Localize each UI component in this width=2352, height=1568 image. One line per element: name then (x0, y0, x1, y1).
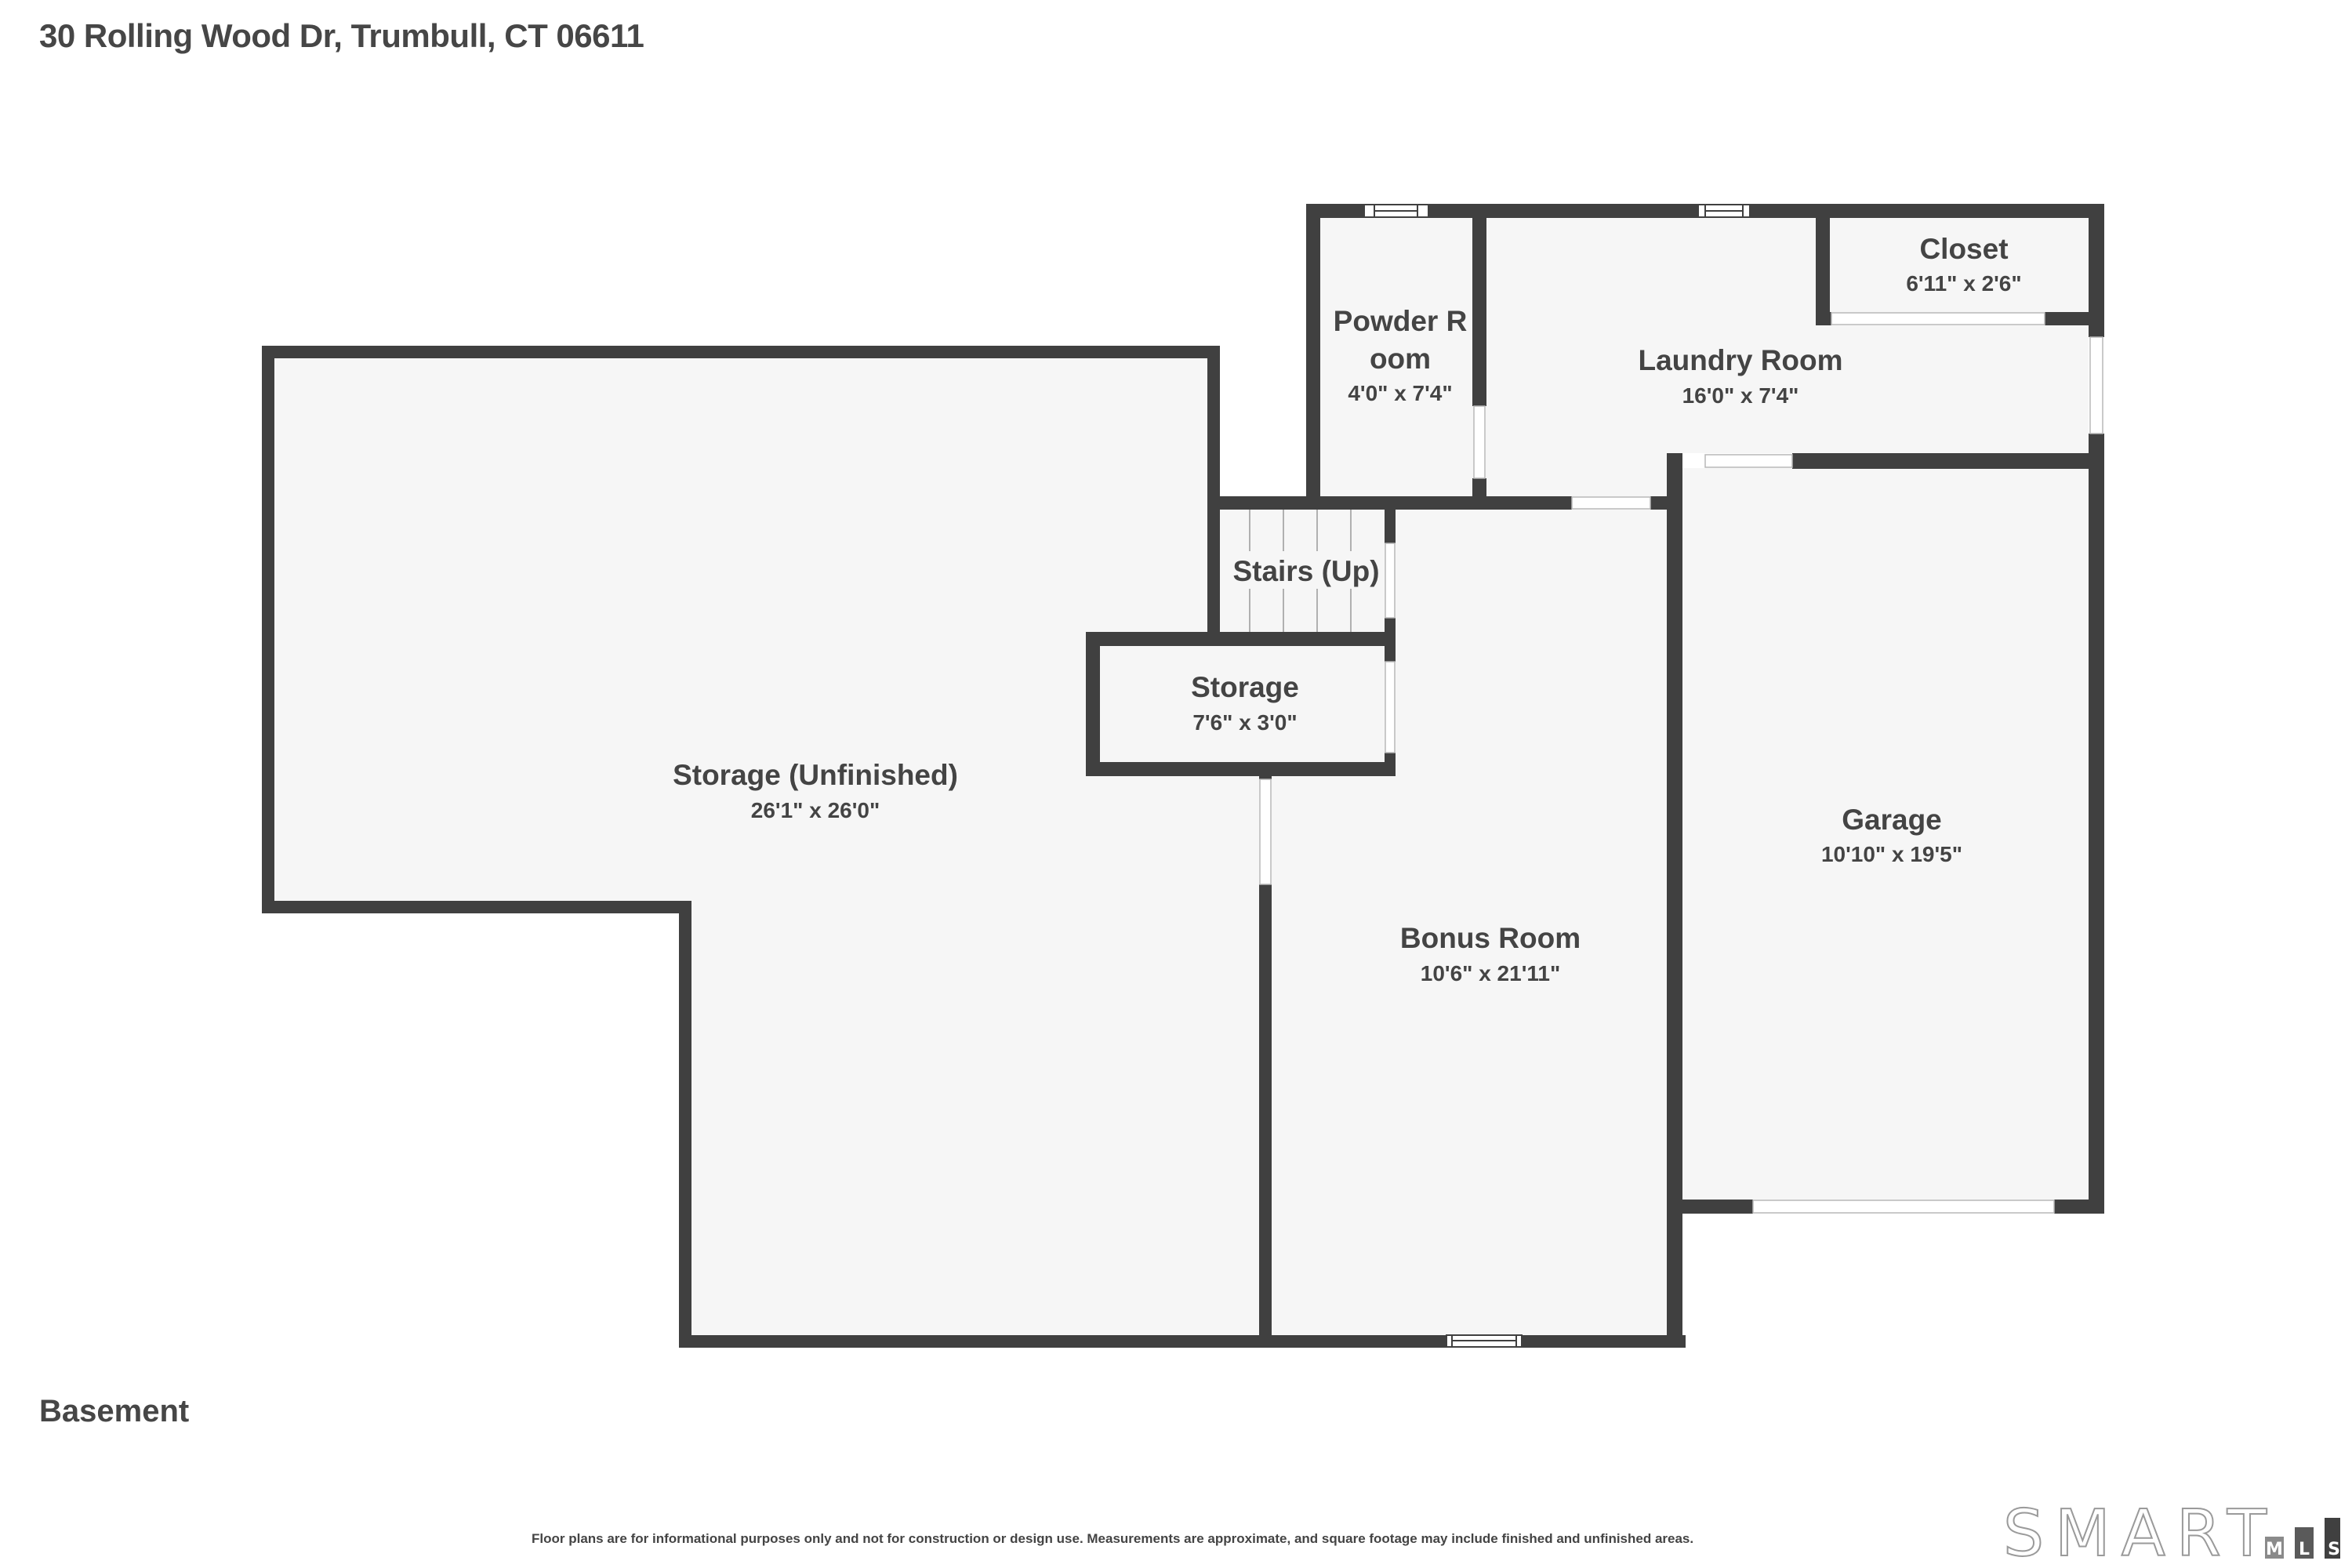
door-powder-laundry (1473, 405, 1486, 479)
room-dimensions: 4'0" x 7'4" (1348, 381, 1452, 405)
garage-door (1752, 1200, 2055, 1214)
windows (1363, 204, 1751, 1348)
room-closet: Closet 6'11" x 2'6" (1906, 233, 2021, 296)
room-name: Storage (1191, 671, 1299, 703)
room-labels: Storage (Unfinished) 26'1" x 26'0" Stair… (673, 233, 2022, 985)
stairs-label-bg (1228, 551, 1382, 589)
door-openings (1259, 312, 2103, 1214)
logo-bar-s (2325, 1518, 2340, 1559)
room-storage-unfinished: Storage (Unfinished) 26'1" x 26'0" (673, 759, 958, 822)
logo-wordmark: SMART (2003, 1504, 2278, 1559)
room-name-line2: oom (1370, 343, 1431, 375)
garage-floor (1682, 468, 2089, 1202)
door-stairs-bonus (1385, 543, 1396, 619)
room-name: Garage (1842, 804, 1942, 836)
storage-unfinished-floor (271, 357, 1270, 1339)
room-dimensions: 7'6" x 3'0" (1192, 710, 1297, 735)
window-laundry-room (1697, 204, 1751, 218)
window-bonus-room (1446, 1334, 1523, 1348)
logo-bar-m (2265, 1537, 2284, 1559)
door-bonus-storage-unfinished (1259, 779, 1272, 885)
svg-text:L: L (2299, 1540, 2310, 1559)
room-name: Bonus Room (1400, 922, 1581, 954)
property-address: 30 Rolling Wood Dr, Trumbull, CT 06611 (39, 17, 644, 54)
walls (262, 204, 2104, 1348)
room-garage: Garage 10'10" x 19'5" (1821, 804, 1962, 866)
svg-text:M: M (2266, 1540, 2283, 1559)
door-closet (1831, 312, 2045, 325)
room-fills (271, 218, 2089, 1339)
room-laundry-room: Laundry Room 16'0" x 7'4" (1638, 344, 1842, 408)
room-name: Closet (1919, 233, 2008, 265)
powder-room-floor (1319, 218, 1476, 498)
room-name-line1: Powder R (1334, 305, 1468, 337)
room-powder-room: Powder R oom 4'0" x 7'4" (1334, 305, 1468, 405)
room-storage: Storage 7'6" x 3'0" (1191, 671, 1299, 735)
disclaimer-text: Floor plans are for informational purpos… (532, 1531, 1694, 1546)
room-name: Storage (Unfinished) (673, 759, 958, 791)
door-laundry-right (2089, 336, 2103, 434)
closet-floor (1830, 218, 2089, 318)
door-storage-bonus (1385, 661, 1396, 753)
door-garage-top (1704, 454, 1793, 468)
logo-bar-l (2295, 1527, 2314, 1559)
door-laundry-bonus (1571, 496, 1651, 510)
room-dimensions: 10'6" x 21'11" (1421, 961, 1560, 985)
svg-text:S: S (2328, 1540, 2340, 1559)
room-dimensions: 10'10" x 19'5" (1821, 842, 1962, 866)
window-powder-room (1363, 204, 1429, 218)
floor-level-label: Basement (39, 1394, 190, 1428)
room-dimensions: 16'0" x 7'4" (1682, 383, 1799, 408)
room-bonus-room: Bonus Room 10'6" x 21'11" (1400, 922, 1581, 985)
logo-bars: M L S (2265, 1518, 2340, 1559)
smartmls-logo: SMART M L S (2003, 1504, 2340, 1559)
room-name: Laundry Room (1638, 344, 1842, 376)
bonus-room-floor (1270, 510, 1673, 1339)
room-dimensions: 6'11" x 2'6" (1906, 271, 2021, 296)
room-stairs: Stairs (Up) (1228, 551, 1382, 589)
room-name: Stairs (Up) (1232, 555, 1379, 587)
room-dimensions: 26'1" x 26'0" (751, 798, 880, 822)
laundry-room-floor (1486, 218, 2089, 498)
